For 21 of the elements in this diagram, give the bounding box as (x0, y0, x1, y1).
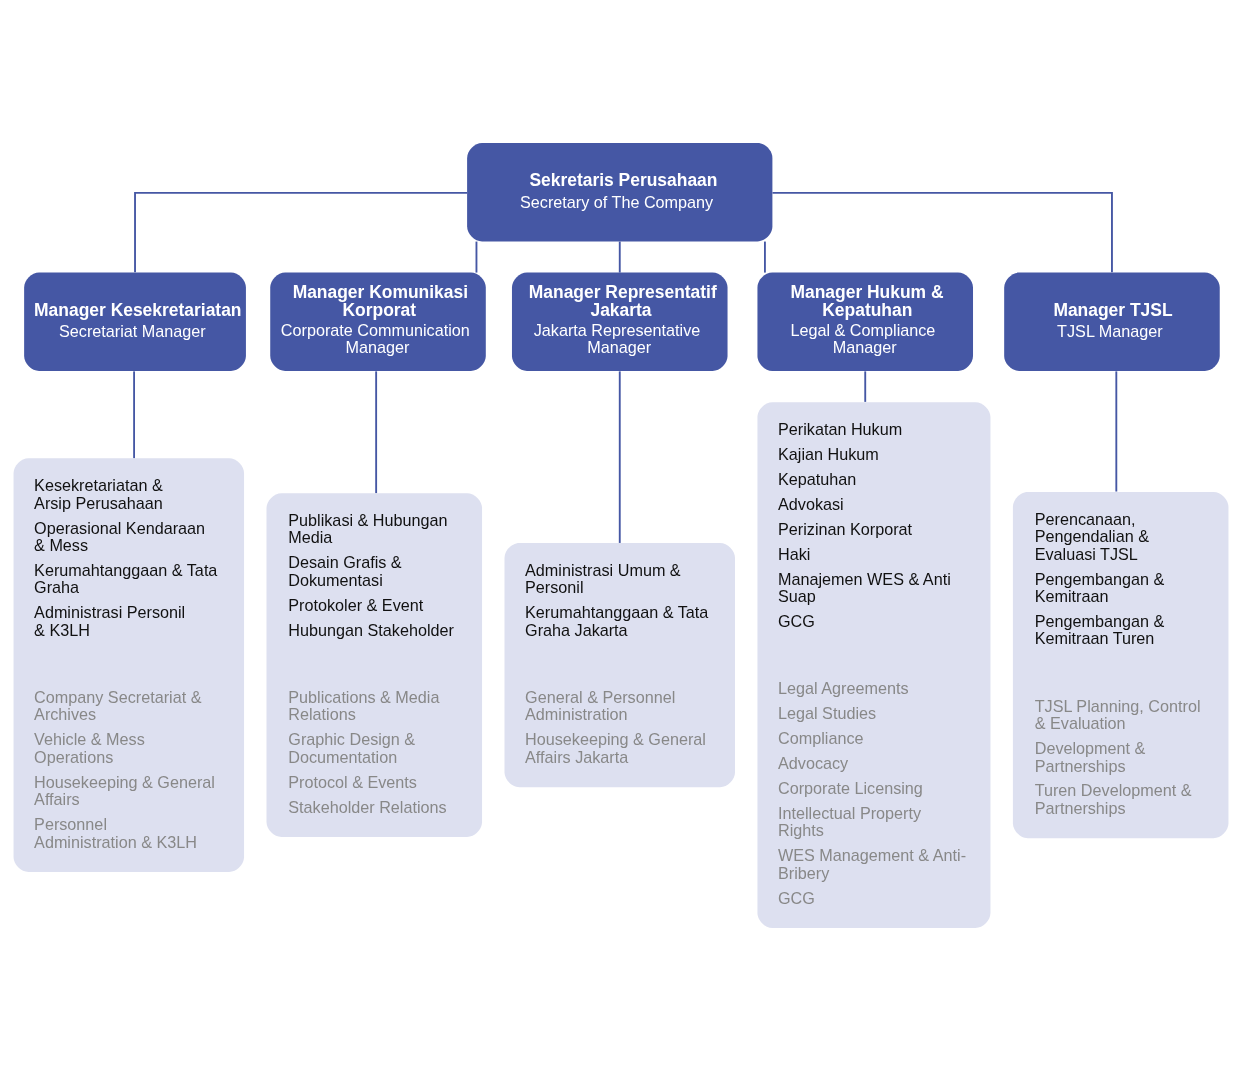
connector (618, 370, 621, 544)
node-box: Manager Representatif Jakarta Jakarta Representative Manager (511, 272, 728, 371)
connector (475, 240, 478, 274)
connector (133, 370, 136, 460)
connector (1115, 370, 1118, 493)
node-box: Perencanaan, Pengendalian & Evaluasi TJSL Pengembangan & Kemitraan Pengembangan & Kemitraan Turen TJSL Planning, Control & Evaluation Development & Partnerships Turen Development & Partnerships (1012, 491, 1229, 839)
node-box: Administrasi Umum & Personil Kerumahtanggaan & Tata Graha Jakarta General & Personnel Administration Housekeeping & General Affairs Jakarta (504, 543, 735, 788)
node-box: Manager TJSL TJSL Manager (1004, 272, 1220, 371)
node-box: Manager Hukum & Kepatuhan Legal & Compliance Manager (757, 272, 973, 371)
node-box: Perikatan Hukum Kajian Hukum Kepatuhan Advokasi Perizinan Korporat Haki Manajemen WES & Anti Suap GCG Legal Agreements Legal Studies Compliance Advocacy Corporate Licensing Intellectual Property Rights WES Management & Anti-Bribery GCG (757, 402, 991, 928)
node-box: Kesekretariatan & Arsip Perusahaan Operasional Kendaraan & Mess Kerumahtanggaan & Tata Graha Administrasi Personil & K3LH Company Secretariat & Archives Vehicle & Mess Operations Housekeeping & General Affairs Personnel Administration & K3LH (13, 458, 245, 872)
connector (764, 240, 766, 274)
node-box: Sekretaris Perusahaan Secretary of The Company (467, 143, 773, 242)
connector (771, 191, 1113, 274)
node-box: Manager Komunikasi Korporat Corporate Communication Manager (270, 272, 486, 371)
connector (134, 191, 468, 274)
node-box: Publikasi & Hubungan Media Desain Grafis & Dokumentasi Protokoler & Event Hubungan Stakeholder Publications & Media Relations Graphic Design & Documentation Protocol & Events Stakeholder Relations (266, 493, 483, 838)
node-box: Manager Kesekretariatan Secretariat Manager (24, 272, 246, 371)
connector (375, 370, 378, 494)
connector (618, 240, 621, 274)
connector (864, 370, 867, 403)
